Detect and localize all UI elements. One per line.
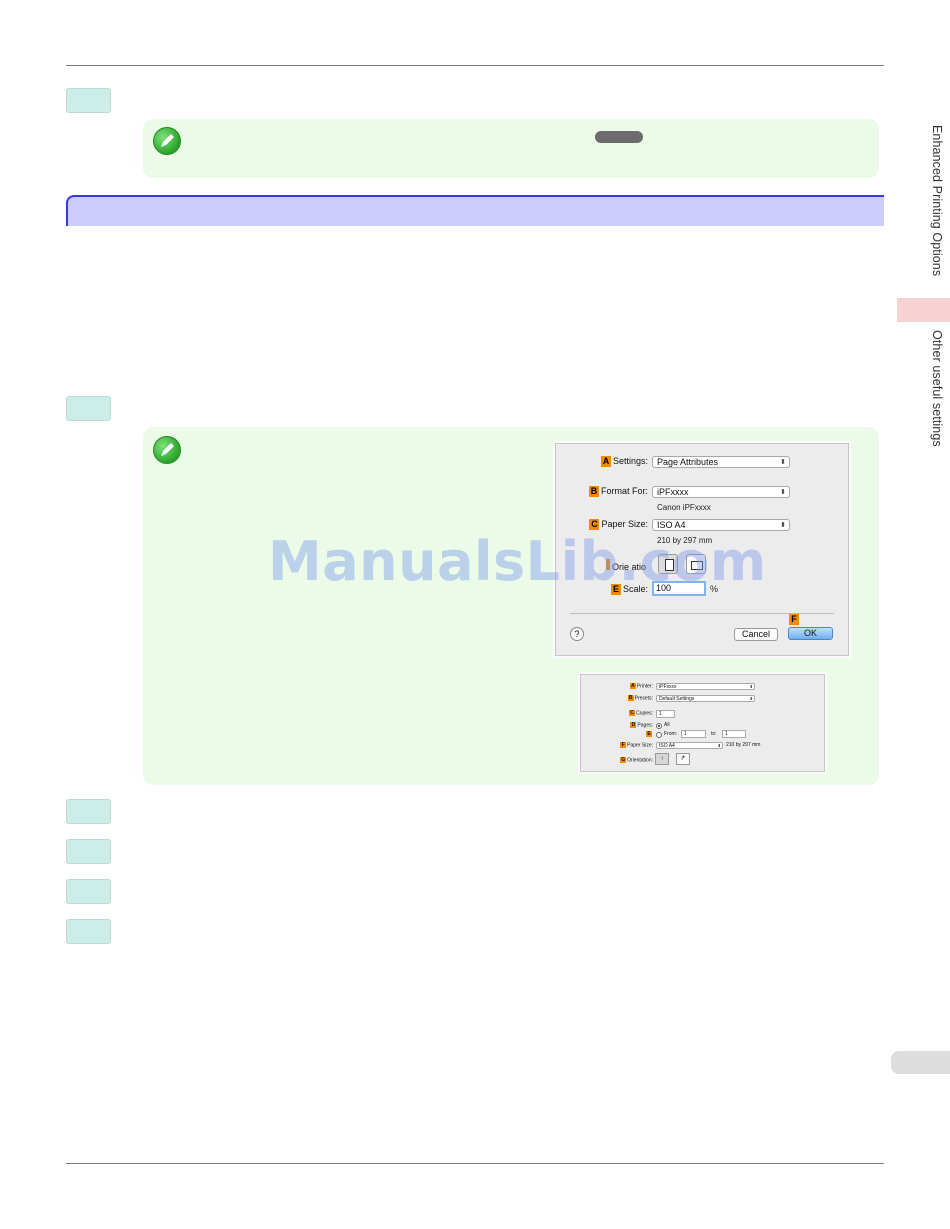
dialog-separator (570, 613, 834, 614)
header-rule (66, 65, 884, 66)
copies-input[interactable]: 1 (656, 710, 675, 718)
landscape-orientation-icon[interactable] (686, 554, 706, 574)
help-button[interactable]: ? (570, 627, 584, 641)
step-number-box (66, 879, 111, 904)
side-tab-label: Enhanced Printing Options (930, 125, 944, 277)
paper-size-popup[interactable]: ISO A4⬍ (652, 519, 790, 531)
chevron-updown-icon: ⬍ (717, 743, 721, 748)
print-paper-size-popup[interactable]: ISO A4⬍ (656, 742, 723, 749)
ok-badge: F (789, 614, 801, 625)
note-panel (143, 119, 879, 178)
section-header-bar (66, 195, 884, 226)
pages-range-radio[interactable] (656, 732, 662, 738)
portrait-orientation-icon[interactable] (658, 554, 678, 574)
format-for-popup[interactable]: iPFxxxx⬍ (652, 486, 790, 498)
cancel-button[interactable]: Cancel (734, 628, 778, 641)
button-glyph-icon (595, 131, 643, 143)
to-label: to: (711, 731, 717, 737)
ok-button[interactable]: OK (788, 627, 833, 640)
page-number-tab (891, 1051, 950, 1074)
to-input[interactable]: 1 (722, 730, 746, 738)
portrait-orientation-icon[interactable]: ↑ (655, 753, 669, 765)
pencil-note-icon (153, 127, 181, 155)
step-number-box (66, 839, 111, 864)
paper-dimensions-text: 210 by 297 mm (657, 536, 713, 545)
pages-all-label: All (664, 722, 670, 728)
printer-popup[interactable]: iPFxxxx⬍ (656, 683, 755, 690)
side-tab-enhanced-printing[interactable]: Enhanced Printing Options (897, 125, 950, 295)
chevron-updown-icon: ⬍ (749, 696, 753, 701)
watermark: ManualsLib.com (268, 530, 767, 593)
from-label: From: (664, 731, 678, 737)
landscape-orientation-icon[interactable]: ↱ (676, 753, 690, 765)
printer-model-text: Canon iPFxxxx (657, 503, 711, 512)
print-paper-dimensions: 210 by 297 mm (726, 742, 761, 748)
presets-popup[interactable]: Default Settings⬍ (656, 695, 755, 702)
step-number-box (66, 799, 111, 824)
pages-all-radio[interactable] (656, 723, 662, 729)
side-tab-highlight (897, 298, 950, 322)
scale-input[interactable]: 100 (652, 581, 706, 596)
from-input[interactable]: 1 (681, 730, 706, 738)
chevron-updown-icon: ⬍ (780, 459, 786, 466)
chevron-updown-icon: ⬍ (780, 489, 786, 496)
side-tab-label: Other useful settings (930, 330, 944, 447)
orientation-label: Orie atio (584, 559, 646, 572)
step-number-box (66, 396, 111, 421)
chevron-updown-icon: ⬍ (780, 522, 786, 529)
footer-rule (66, 1163, 884, 1164)
step-number-box (66, 88, 111, 113)
step-number-box (66, 919, 111, 944)
pencil-note-icon (153, 436, 181, 464)
side-tab-other-settings[interactable]: Other useful settings (897, 330, 950, 460)
percent-unit: % (710, 584, 719, 594)
chevron-updown-icon: ⬍ (749, 684, 753, 689)
settings-popup[interactable]: Page Attributes⬍ (652, 456, 790, 468)
range-badge: E (646, 731, 652, 737)
